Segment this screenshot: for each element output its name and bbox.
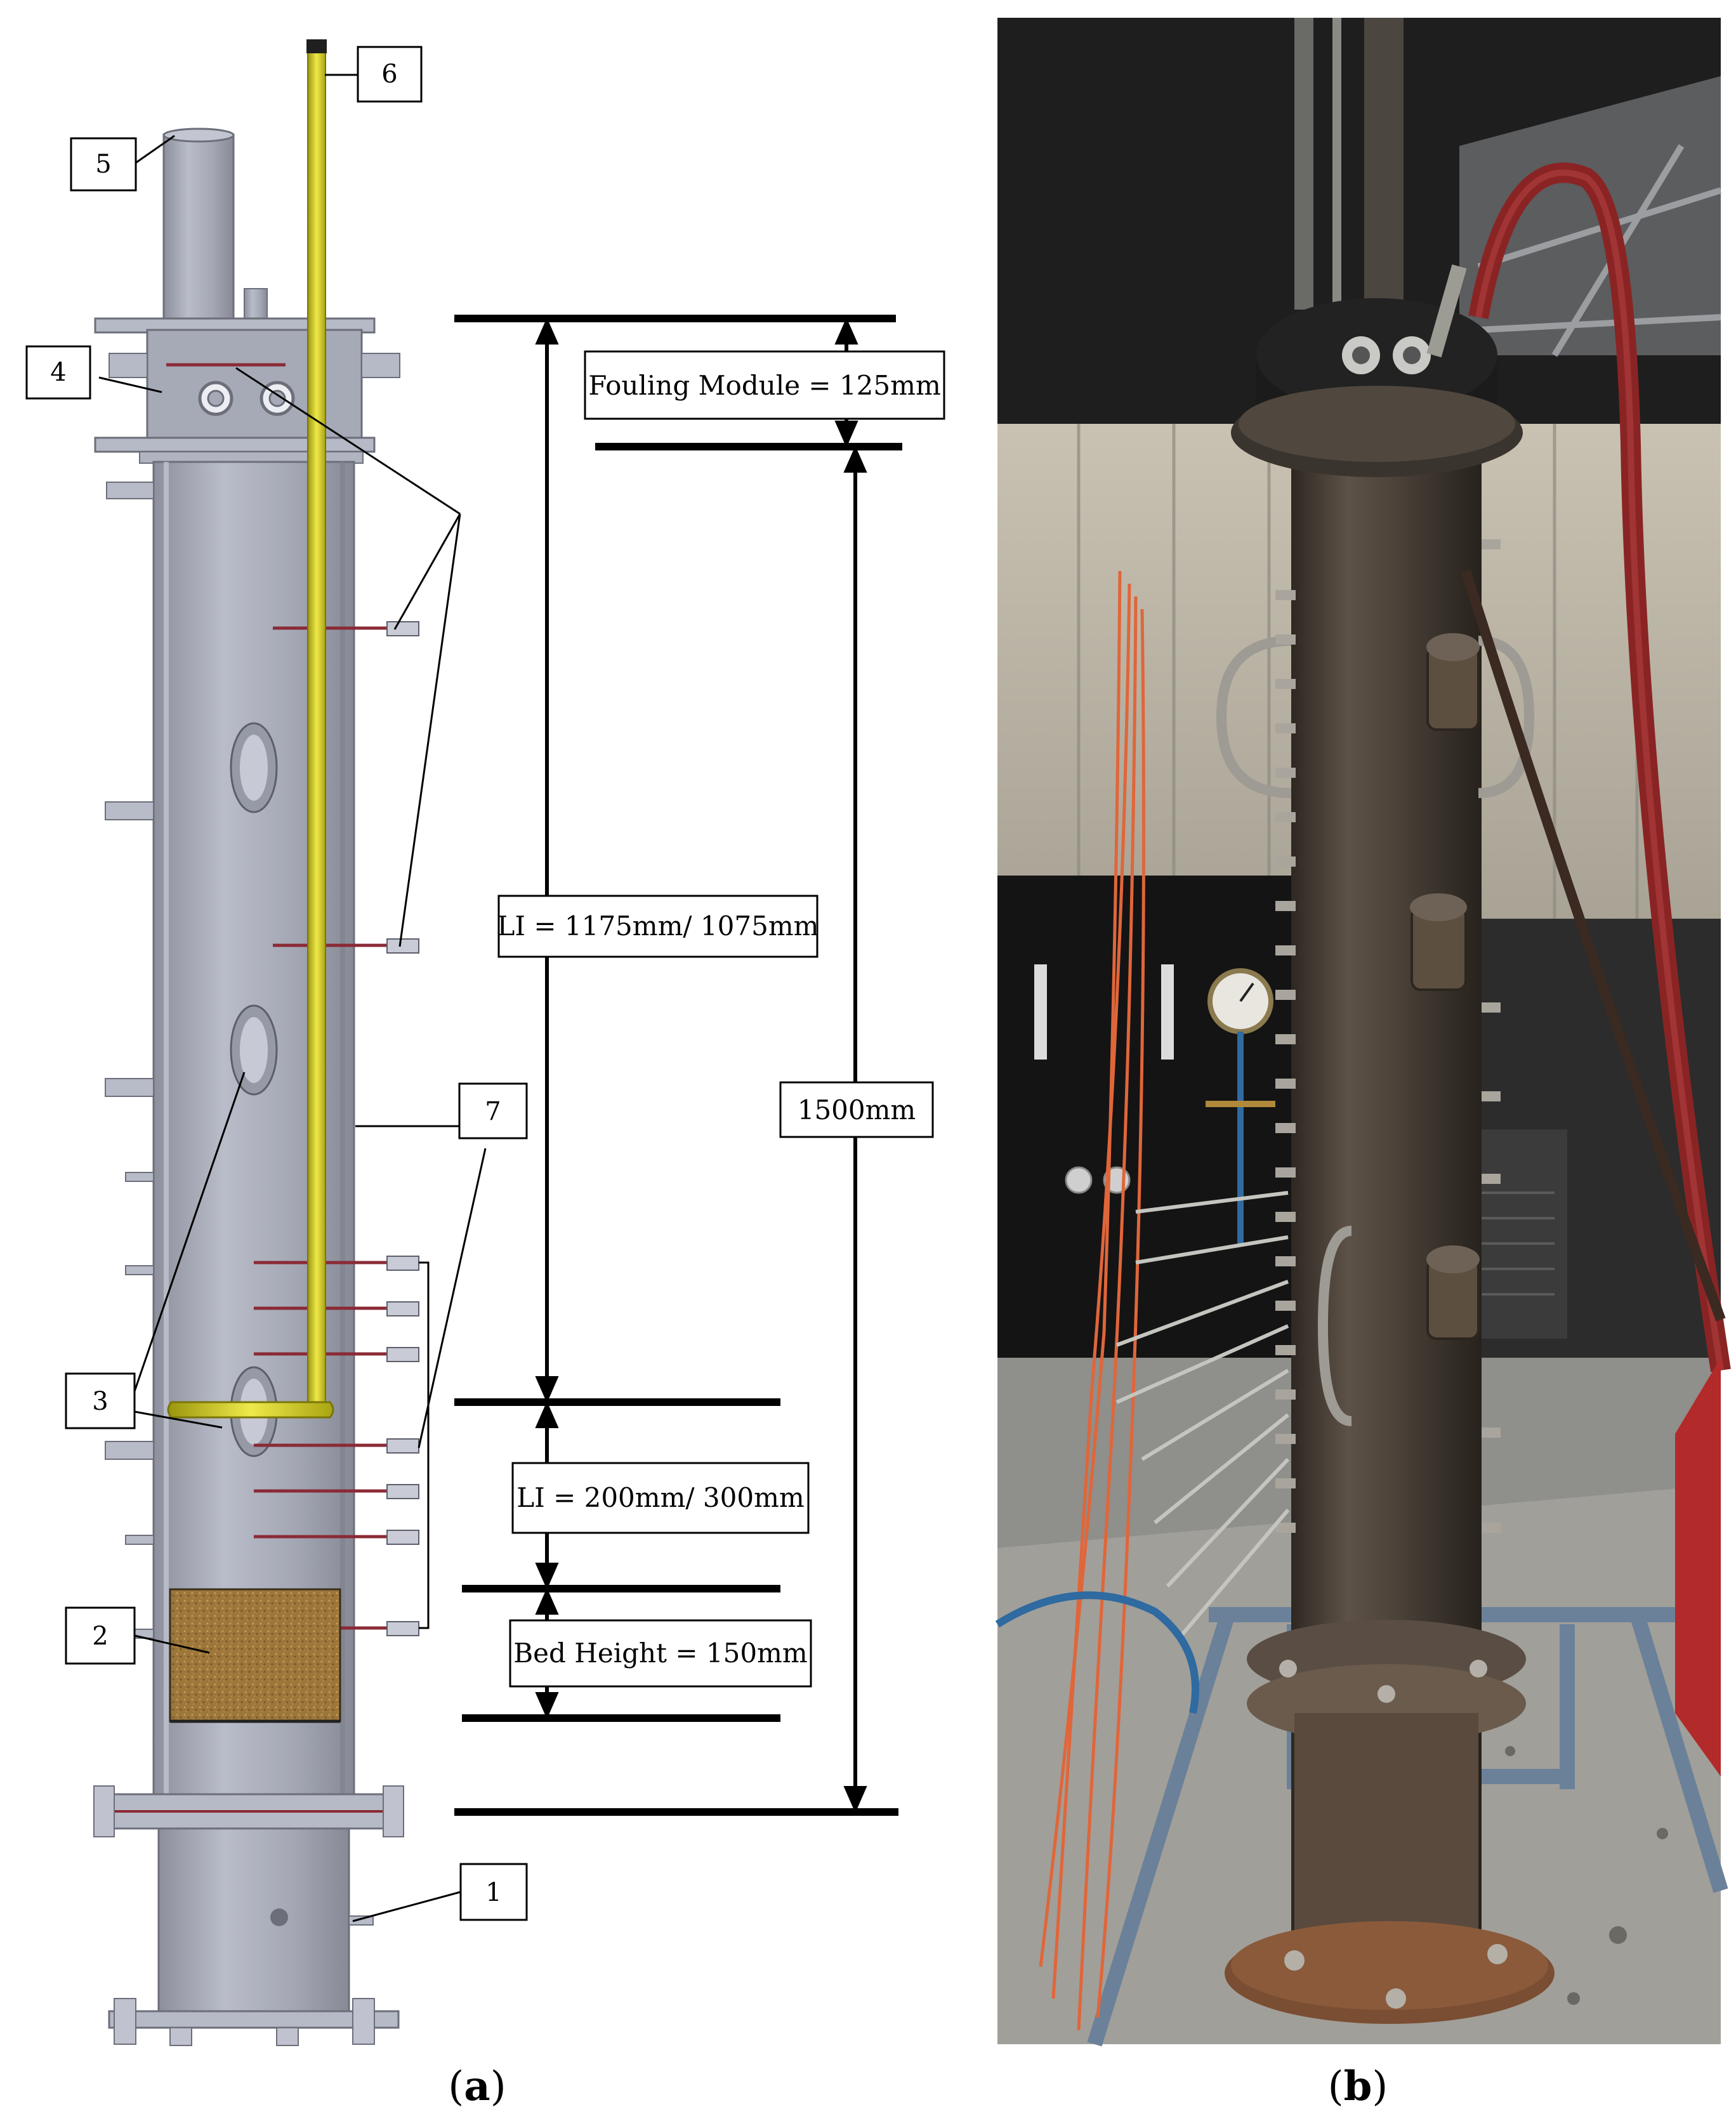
callout-7: 7 [458,1082,528,1139]
svg-text:6: 6 [381,60,397,89]
probe-fittings [386,621,419,1636]
dim-bed-height: Bed Height = 150mm [509,1619,812,1688]
panel-a-drawing [93,39,419,2046]
base-flange [108,2010,400,2029]
svg-text:7: 7 [485,1097,501,1126]
dim-li-lower: LI = 200mm/ 300mm [511,1462,810,1534]
dim-fouling-module: Fouling Module = 125mm [584,350,945,420]
module-lower-flange [94,437,376,453]
fluidised-bed [169,1588,341,1723]
callout-3: 3 [65,1372,136,1429]
thermocouple-wires [1039,570,1145,2031]
svg-text:3: 3 [92,1387,108,1416]
plenum-chamber [157,1827,350,2020]
callout-1: 1 [459,1863,528,1921]
svg-text:2: 2 [92,1622,108,1651]
svg-text:4: 4 [50,358,66,387]
dim-total: 1500mm [779,1081,934,1138]
sight-windows [230,722,278,1457]
panel-b-photo [995,18,1731,2047]
svg-text:5: 5 [95,150,111,179]
svg-text:1: 1 [485,1878,501,1907]
left-nozzles [105,482,154,1639]
exhaust-pipe [162,133,235,323]
svg-text:LI = 1175mm/ 1075mm: LI = 1175mm/ 1075mm [497,910,819,942]
dim-li-upper: LI = 1175mm/ 1075mm [497,895,819,958]
caption-b: (b) [1328,2063,1388,2110]
svg-text:Bed Height = 150mm: Bed Height = 150mm [513,1638,807,1669]
probe-ring [167,1401,334,1419]
caption-a: (a) [448,2063,506,2110]
callout-2: 2 [65,1606,136,1665]
dimension-annotations: Fouling Module = 125mm LI = 1175mm/ 1075… [454,315,945,1816]
fouling-probe [307,41,326,1408]
callout-4: 4 [25,345,91,400]
callout-leaders [98,74,487,1922]
svg-text:1500mm: 1500mm [798,1094,916,1126]
fouling-module-housing [146,329,363,440]
callout-6: 6 [357,46,423,103]
callout-boxes: 1 2 3 4 5 6 7 [25,46,528,1921]
svg-text:Fouling Module = 125mm: Fouling Module = 125mm [588,370,941,401]
svg-text:LI = 200mm/ 300mm: LI = 200mm/ 300mm [516,1482,805,1513]
callout-5: 5 [70,137,137,192]
